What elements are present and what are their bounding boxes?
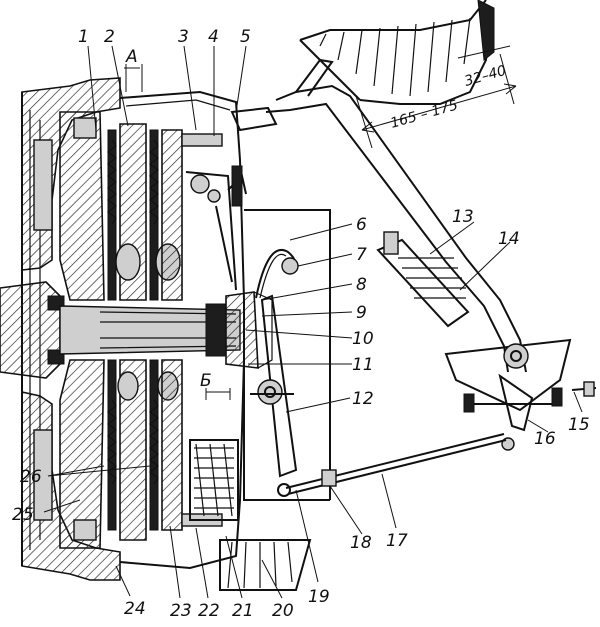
- label-23: 23: [170, 601, 192, 621]
- dimension-texts: 165 – 175 32–40: [389, 63, 508, 132]
- label-18: 18: [350, 533, 372, 553]
- label-8: 8: [356, 275, 367, 295]
- label-15: 15: [568, 415, 590, 435]
- label-5: 5: [240, 27, 251, 47]
- label-25: 25: [12, 505, 34, 525]
- rubber-boot: [219, 539, 312, 591]
- return-spring: [376, 231, 470, 328]
- label-13: 13: [452, 207, 474, 227]
- label-20: 20: [272, 601, 294, 621]
- pressure-springs: [189, 439, 239, 521]
- crankshaft-flange: [0, 281, 65, 379]
- pedal-pad-boot: [299, 0, 495, 105]
- label-19: 19: [308, 587, 330, 607]
- label-17: 17: [386, 531, 408, 551]
- label-16: 16: [534, 429, 556, 449]
- pull-rod: [285, 433, 507, 495]
- label-3: 3: [178, 27, 189, 47]
- pressure-plate: [161, 129, 183, 531]
- label-B: Б: [200, 371, 212, 391]
- input-shaft: [59, 303, 241, 357]
- flywheel: [59, 111, 105, 549]
- label-4: 4: [208, 27, 219, 47]
- label-2: 2: [104, 27, 115, 47]
- release-fork: [250, 294, 298, 497]
- label-7: 7: [356, 245, 367, 265]
- release-levers: [185, 165, 247, 291]
- clutch-housing: [21, 77, 121, 581]
- labels: 1 2 А 3 4 5 6 7 8 9 10 11 Б 12 13 14 15 …: [12, 27, 590, 621]
- label-12: 12: [352, 389, 374, 409]
- label-22: 22: [198, 601, 220, 621]
- label-26: 26: [20, 467, 42, 487]
- pedal-bracket: [444, 338, 597, 451]
- label-14: 14: [498, 229, 520, 249]
- clutch-pedal: [230, 58, 527, 373]
- grease-hose: [255, 249, 299, 299]
- label-10: 10: [352, 329, 374, 349]
- leader-lines: [43, 45, 583, 599]
- clutch-housing-right: [243, 209, 331, 501]
- label-1: 1: [78, 27, 89, 47]
- label-11: 11: [352, 355, 374, 375]
- label-6: 6: [356, 215, 367, 235]
- label-A: А: [125, 47, 138, 67]
- dimension-free-travel: 32–40: [463, 63, 508, 90]
- dimension-lines: [355, 45, 517, 149]
- label-24: 24: [124, 599, 146, 619]
- label-21: 21: [232, 601, 254, 621]
- dimension-pedal-travel: 165 – 175: [389, 97, 460, 132]
- label-9: 9: [356, 303, 367, 323]
